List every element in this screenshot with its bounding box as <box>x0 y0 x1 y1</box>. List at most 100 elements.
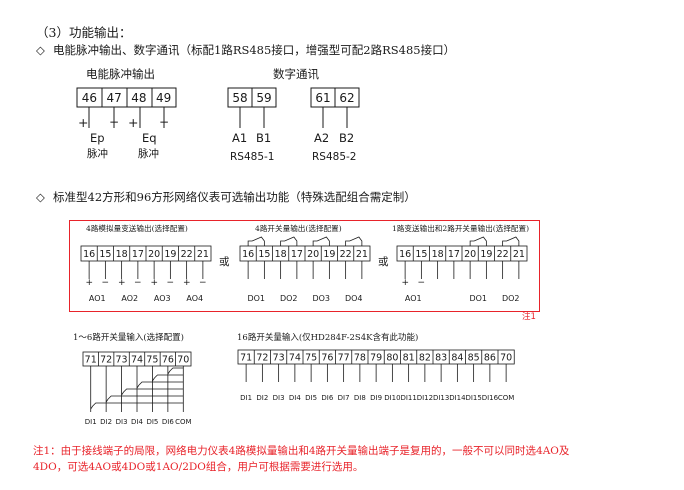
sixteen-input-label-di11: DI11 <box>400 394 416 402</box>
six-input-terminal-71: 71 <box>85 355 97 366</box>
six-input-label-di2: DI2 <box>100 418 112 426</box>
sixteen-input-label-di2: DI2 <box>256 394 268 402</box>
analog-plus-3: + <box>150 278 158 288</box>
rs485-1-a1: A1 <box>232 131 248 145</box>
pulse-terminal-47: 47 <box>106 91 121 105</box>
switch-title: 4路开关量输出(选择配置) <box>255 224 342 233</box>
six-input-title: 1～6路开关量输入(选择配置) <box>73 333 184 343</box>
sixteen-input-terminal-84: 84 <box>451 353 463 364</box>
switch-terminal-16: 16 <box>242 249 254 260</box>
sixteen-input-label-di4: DI4 <box>289 394 301 402</box>
rs485-2-a2: A2 <box>314 131 330 145</box>
switch-label-3: DO3 <box>312 294 330 303</box>
sixteen-input-label-di8: DI8 <box>354 394 366 402</box>
rs485-2-terminal-62: 62 <box>339 91 354 105</box>
ep-sub: 脉冲 <box>87 148 108 160</box>
six-input-label-di4: DI4 <box>131 418 143 426</box>
pulse-terminal-46: 46 <box>82 91 97 105</box>
rs485-1-name: RS485-1 <box>230 151 275 163</box>
analog-title: 4路模拟量变送输出(选择配置) <box>86 224 188 233</box>
note-line-2: 4DO，可选4AO或4DO或1AO/2DO组合，用户可根据需要进行选用。 <box>33 461 364 473</box>
analog-label-1: AO1 <box>89 294 106 303</box>
six-input-label-di6: DI6 <box>162 418 174 426</box>
section-line-2: 标准型42方形和96方形网络仪表可选输出功能（特殊选配组合需定制） <box>53 190 416 204</box>
sixteen-input-terminal-76: 76 <box>321 353 333 364</box>
sixteen-input-terminal-80: 80 <box>386 353 398 364</box>
ep-plus: + <box>78 115 89 130</box>
switch-terminal-18: 18 <box>275 249 287 260</box>
analog-minus-3: − <box>166 278 174 288</box>
sixteen-input-terminal-75: 75 <box>305 353 317 364</box>
switch-label-1: DO1 <box>247 294 265 303</box>
analog-terminal-18: 18 <box>116 249 128 260</box>
mixed-terminal-21: 21 <box>513 249 525 260</box>
rs485-1-b1: B1 <box>256 131 272 145</box>
six-input-label-com: COM <box>175 418 191 426</box>
analog-terminal-22: 22 <box>181 249 193 260</box>
sixteen-input-label-di15: DI15 <box>465 394 481 402</box>
sixteen-input-terminal-79: 79 <box>370 353 382 364</box>
switch-terminal-15: 15 <box>258 249 270 260</box>
analog-plus-1: + <box>85 278 93 288</box>
sixteen-input-label-di13: DI13 <box>433 394 449 402</box>
note-line-1: 注1：由于接线端子的局限，网络电力仪表4路模拟量输出和4路开关量输出端子是复用的… <box>33 445 570 457</box>
analog-plus-2: + <box>118 278 126 288</box>
mixed-terminal-18: 18 <box>432 249 444 260</box>
mixed-do-label-1: DO1 <box>469 294 487 303</box>
sixteen-input-terminal-85: 85 <box>468 353 480 364</box>
sixteen-input-terminal-82: 82 <box>419 353 431 364</box>
rs485-2-b2: B2 <box>339 131 355 145</box>
analog-label-4: AO4 <box>186 294 203 303</box>
comm-title: 数字通讯 <box>273 67 319 81</box>
sixteen-input-title: 16路开关量输入(仅HD284F-2S4K含有此功能) <box>237 333 419 343</box>
sixteen-input-label-di16: DI16 <box>482 394 499 402</box>
mixed-terminal-16: 16 <box>399 249 411 260</box>
options-box <box>69 220 540 312</box>
ep-minus: − <box>109 115 119 129</box>
mixed-do-label-2: DO2 <box>502 294 520 303</box>
sixteen-input-terminal-72: 72 <box>256 353 268 364</box>
six-input-label-di5: DI5 <box>146 418 158 426</box>
switch-label-4: DO4 <box>345 294 363 303</box>
analog-terminal-15: 15 <box>99 249 111 260</box>
mixed-terminal-17: 17 <box>448 249 460 260</box>
mixed-terminal-15: 15 <box>415 249 427 260</box>
eq-minus: − <box>159 115 169 129</box>
mixed-terminal-20: 20 <box>464 249 476 260</box>
sixteen-input-terminal-78: 78 <box>354 353 366 364</box>
mixed-title: 1路变送输出和2路开关量输出(选择配置) <box>392 224 530 233</box>
section-line-1: 电能脉冲输出、数字通讯（标配1路RS485接口，增强型可配2路RS485接口） <box>53 43 456 57</box>
analog-minus-1: − <box>101 278 109 288</box>
eq-sub: 脉冲 <box>138 148 159 160</box>
analog-terminal-19: 19 <box>164 249 176 260</box>
sixteen-input-label-di9: DI9 <box>370 394 382 402</box>
mixed-plus: + <box>401 278 409 288</box>
six-input-terminal-72: 72 <box>100 355 112 366</box>
sixteen-input-terminal-77: 77 <box>338 353 350 364</box>
six-input-terminal-75: 75 <box>146 355 158 366</box>
analog-terminal-20: 20 <box>148 249 160 260</box>
sixteen-input-label-com: COM <box>498 394 514 402</box>
six-input-terminal-74: 74 <box>131 355 143 366</box>
or-2: 或 <box>378 256 389 268</box>
switch-terminal-17: 17 <box>291 249 303 260</box>
analog-label-2: AO2 <box>121 294 138 303</box>
sixteen-input-label-di12: DI12 <box>417 394 433 402</box>
rs485-2-terminal-61: 61 <box>315 91 330 105</box>
sixteen-input-label-di14: DI14 <box>449 394 466 402</box>
six-input-terminal-73: 73 <box>116 355 128 366</box>
mixed-terminal-22: 22 <box>497 249 509 260</box>
sixteen-input-terminal-83: 83 <box>435 353 447 364</box>
analog-terminal-21: 21 <box>197 249 209 260</box>
sixteen-input-terminal-86: 86 <box>484 353 496 364</box>
six-input-terminal-76: 76 <box>162 355 174 366</box>
eq-plus: + <box>128 115 139 130</box>
six-input-label-di3: DI3 <box>116 418 128 426</box>
sixteen-input-label-di5: DI5 <box>305 394 317 402</box>
mixed-ao-label: AO1 <box>405 294 422 303</box>
six-input-terminal-70: 70 <box>177 355 189 366</box>
section-heading: （3）功能输出： <box>36 25 132 40</box>
